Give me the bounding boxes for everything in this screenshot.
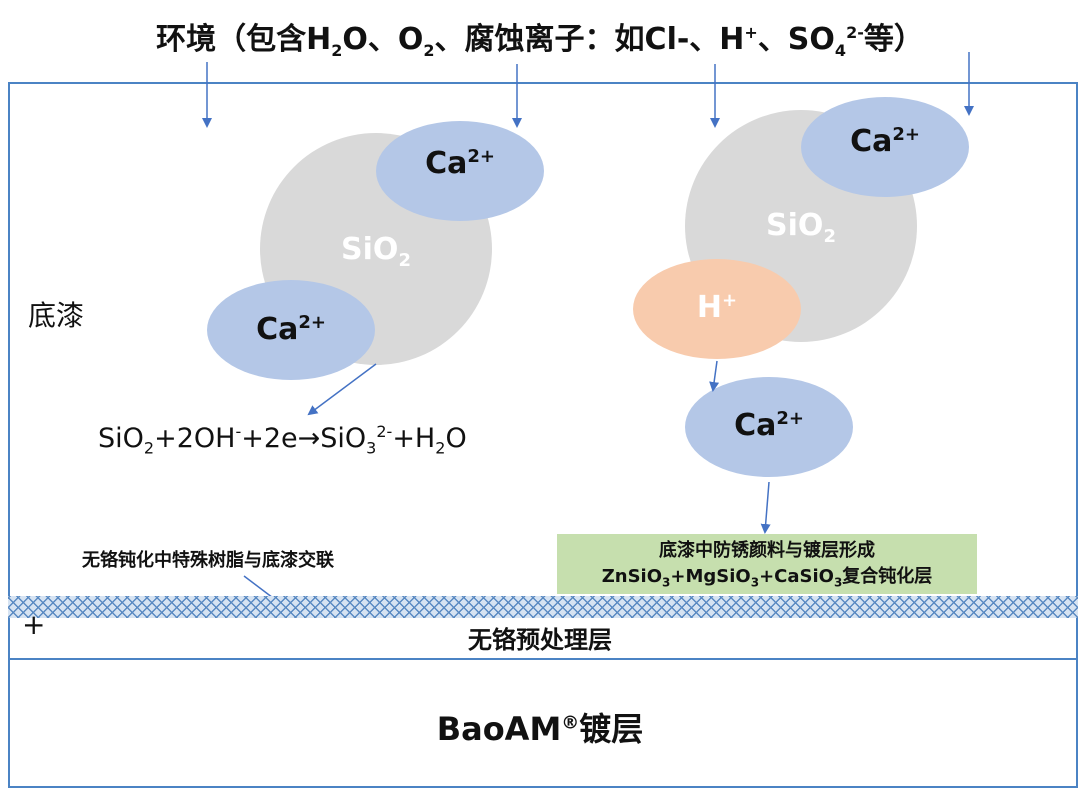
pretreatment-layer-label: 无铬预处理层 <box>468 626 612 654</box>
ca-ion-left-top <box>376 121 544 221</box>
passivation-line-2: ZnSiO3+MgSiO3+CaSiO3复合钝化层 <box>601 566 933 590</box>
passivation-layer-box: 底漆中防锈颜料与镀层形成 ZnSiO3+MgSiO3+CaSiO3复合钝化层 <box>557 534 977 594</box>
coating-layer-label: BaoAM®镀层 <box>436 710 644 748</box>
primer-label: 底漆 <box>28 299 85 332</box>
ca-ion-right-bottom <box>685 377 853 477</box>
sio2-label-right: SiO2 <box>766 208 836 247</box>
plus-mark: + <box>22 608 46 641</box>
sio2-label-left: SiO2 <box>341 232 411 271</box>
h-label-right: H+ <box>696 290 738 325</box>
crosslink-text: 无铬钝化中特殊树脂与底漆交联 <box>82 550 334 571</box>
ca-ion-left-bottom <box>207 280 375 380</box>
h-to-ca-arrow <box>709 360 720 392</box>
ca-label-left-bottom: Ca2+ <box>256 312 326 347</box>
ca-ion-right-top <box>801 97 969 197</box>
pretreatment-hatch-band <box>8 596 1078 618</box>
ca-label-left-top: Ca2+ <box>425 146 495 181</box>
ca-label-right-top: Ca2+ <box>850 124 920 159</box>
passivation-line-1: 底漆中防锈颜料与镀层形成 <box>659 540 875 561</box>
environment-title: 环境（包含H2O、O2、腐蚀离子：如Cl-、H+、SO42-等） <box>156 22 924 60</box>
ca-label-right-bottom: Ca2+ <box>734 408 804 443</box>
reaction-arrow <box>307 363 377 416</box>
ca-to-green-arrow <box>760 481 771 534</box>
coating-layer-frame <box>8 658 1078 788</box>
h-ion-right <box>633 259 801 359</box>
reaction-equation: SiO2+2OH-+2e→SiO32-+H2O <box>98 422 467 458</box>
